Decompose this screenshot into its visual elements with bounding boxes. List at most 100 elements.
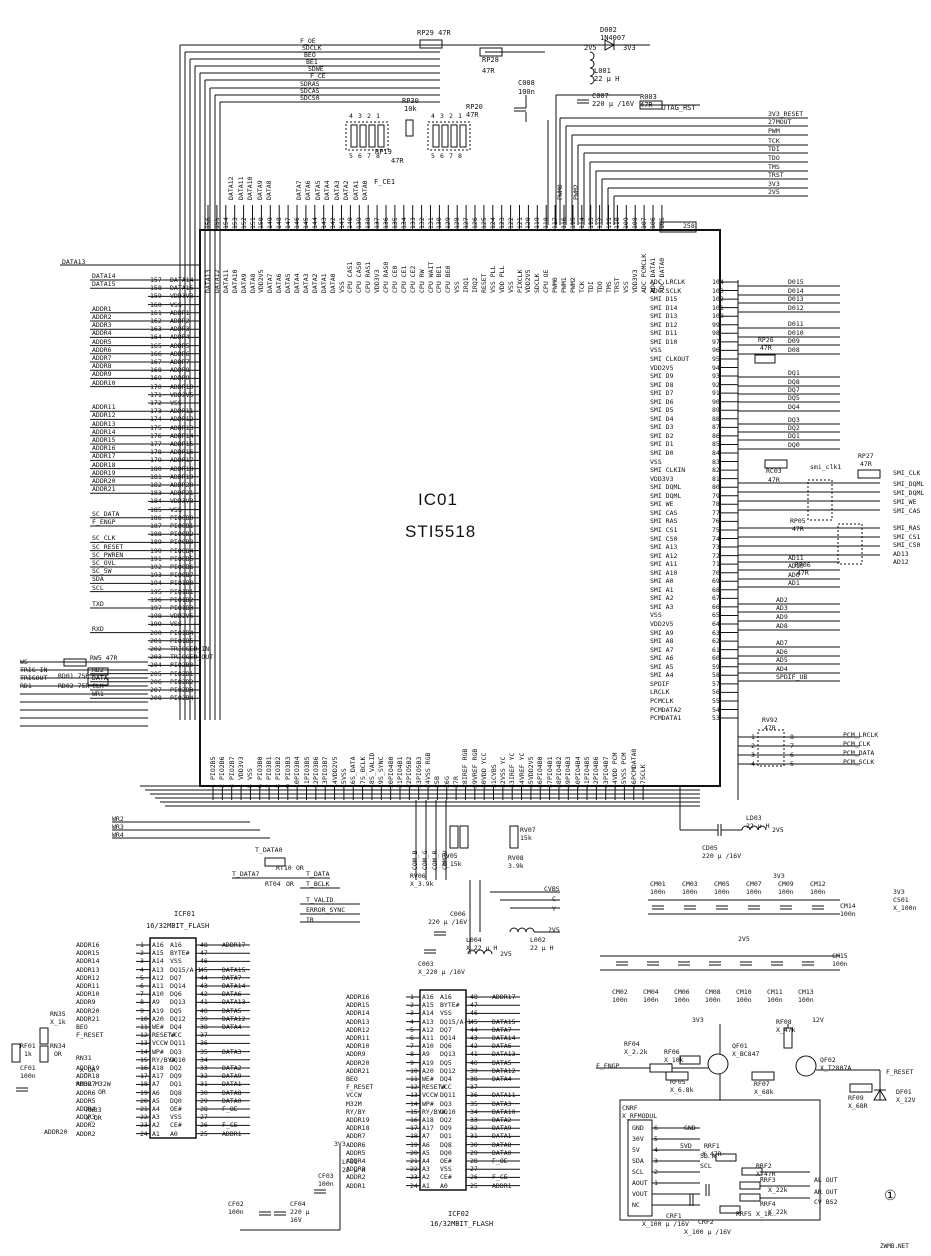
top-pin-number: 138 <box>364 217 373 229</box>
cap-value: 100n <box>643 996 659 1004</box>
bottom-pin-signal: PIO3B1 <box>265 756 274 780</box>
left-pin-signal: VDD2V5 <box>170 390 194 399</box>
right-pin-number: 74 <box>712 534 720 543</box>
pin-num: 5 <box>349 152 353 160</box>
l004-value: X_22 μ H <box>466 944 498 952</box>
bottom-pin-signal: PIO3B4 <box>293 756 302 780</box>
left-pin-number: 202 <box>150 645 162 653</box>
left-pin-number: 200 <box>150 628 162 637</box>
icf02-left-net: VCCW <box>346 1091 362 1100</box>
icf02-left-num: 3 <box>410 1009 414 1018</box>
icf02-left-num: 22 <box>410 1165 418 1174</box>
c006-value: 220 μ /16V <box>428 918 468 926</box>
icf02-left-num: 13 <box>410 1091 418 1100</box>
icf01-right-pin: VSS <box>170 1113 182 1122</box>
top-pin-number: 113 <box>586 217 595 229</box>
top-pin-number: 154 <box>221 217 230 229</box>
right-pin-number: 103 <box>712 286 724 295</box>
icf01-right-pin: DQ2 <box>170 1064 182 1072</box>
right-net-ad10: AD10 <box>788 562 804 570</box>
right-net-d010: D010 <box>788 329 804 337</box>
icf01-body <box>149 937 197 1139</box>
icf02-left-pin: A10 <box>422 1042 434 1051</box>
top-pin-number: 144 <box>310 217 319 229</box>
rp06-label: RP06 <box>795 561 811 569</box>
bottom-pin-signal: G <box>442 776 451 780</box>
icf01-right-num: 34 <box>200 1055 208 1064</box>
net-al-out: AL OUT <box>814 1176 838 1184</box>
left-net-addr13: ADDR13 <box>92 419 116 428</box>
bottom-pin-number: 40 <box>573 780 582 788</box>
rw5-resistor <box>63 658 87 667</box>
rv92-array <box>757 729 785 767</box>
icf02-right-pin: DQ6 <box>440 1042 452 1051</box>
left-pin-signal: PIO0B0 <box>170 513 194 522</box>
rf07-label: RF07 <box>754 1080 770 1088</box>
icf02-right-num: 26 <box>470 1173 478 1182</box>
cap-value: 100n <box>714 888 730 896</box>
crf1-value: X_100 μ /16V <box>642 1220 689 1228</box>
top-pin-number: 118 <box>542 217 551 229</box>
crf2-value: X_100 μ /16V <box>684 1228 731 1236</box>
icf02-left-net: ADDR16 <box>346 993 370 1001</box>
icf01-right-num: 43 <box>200 982 208 990</box>
addr20-net: ADDR20 <box>44 1128 68 1136</box>
com-label-1: COM_G <box>421 850 429 870</box>
bottom-pin-signal: PIO4B0 <box>536 756 545 780</box>
icf01-right-net: ADDR1 <box>222 1129 242 1138</box>
pin-num: 3 <box>751 751 755 759</box>
l004-label: L004 <box>466 936 482 944</box>
left-net-addr7: ADDR7 <box>92 354 112 362</box>
bottom-pin-number: 39 <box>564 780 573 788</box>
ld03-value: 22 μ H <box>746 822 770 830</box>
parts-layer <box>11 39 887 1221</box>
rp28-value: 47R <box>482 67 495 75</box>
left-pin-number: 191 <box>150 554 162 563</box>
rrf1-value: X_47R <box>702 1150 722 1158</box>
bottom-pin-signal: IREF YC <box>508 752 517 780</box>
left-net-data14: DATA14 <box>92 272 116 280</box>
icf02-left-net: ADDR5 <box>346 1148 366 1157</box>
left-net-addr9: ADDR9 <box>92 370 112 379</box>
icf02-left-net: ADDR7 <box>346 1132 366 1141</box>
left-pin-number: 201 <box>150 636 162 645</box>
left-net-addr1: ADDR1 <box>92 304 112 313</box>
left-pin-signal: PIO0B1 <box>170 522 194 530</box>
icf02-left-num: 16 <box>410 1116 418 1124</box>
right-pin-signal: PCMCLK <box>650 696 674 705</box>
left-net-sc-5w: SC_5W <box>92 567 112 576</box>
right-pin-number: 72 <box>712 551 720 560</box>
icf01-right-num: 42 <box>200 990 208 999</box>
bottom-pin-signal: S_DATA <box>349 756 358 780</box>
right-pin-number: 53 <box>712 714 720 723</box>
cap-cm14-value: 100n <box>840 910 856 918</box>
r003-value: 47R <box>640 101 653 109</box>
icf01-right-pin: DQ12 <box>170 1014 186 1023</box>
right-pin-signal: SMI A5 <box>650 662 674 671</box>
icf01-left-num: 21 <box>140 1105 148 1113</box>
net-trst: TRST <box>768 171 784 179</box>
icf01-left-num: 18 <box>140 1080 148 1089</box>
right-pin-number: 69 <box>712 577 720 586</box>
icf01-left-pin: A15 <box>152 949 164 958</box>
top-pin-number: 135 <box>390 217 399 229</box>
icf01-left-net: ADDR21 <box>76 1014 100 1023</box>
icf01-right-pin: CE# <box>170 1121 182 1130</box>
rc03-label: RC03 <box>766 467 782 475</box>
cap-cs01: CS01 <box>893 896 909 904</box>
left-pin-number: 164 <box>150 333 162 342</box>
icf01-right-net: DATA6 <box>222 990 242 999</box>
cap-value: 100n <box>798 996 814 1004</box>
rf-module-frame <box>619 1099 821 1221</box>
cap-cm13: CM13 <box>798 988 814 996</box>
signal-sdras: SDRAS <box>300 80 320 88</box>
icf02-left-pin: A18 <box>422 1116 434 1124</box>
top-pin-number: 142 <box>328 217 337 229</box>
icf02-right-pin: DQ12 <box>440 1066 456 1075</box>
cap-cm15-value: 100n <box>832 960 848 968</box>
right-pin-signal: PCMDATA1 <box>650 714 682 723</box>
right-pin-signal: SMI D2 <box>650 431 674 440</box>
bottom-pin-signal: PIO4B1 <box>396 756 404 780</box>
icf01-left-num: 5 <box>140 973 144 982</box>
pin-num: 2 <box>367 112 371 120</box>
